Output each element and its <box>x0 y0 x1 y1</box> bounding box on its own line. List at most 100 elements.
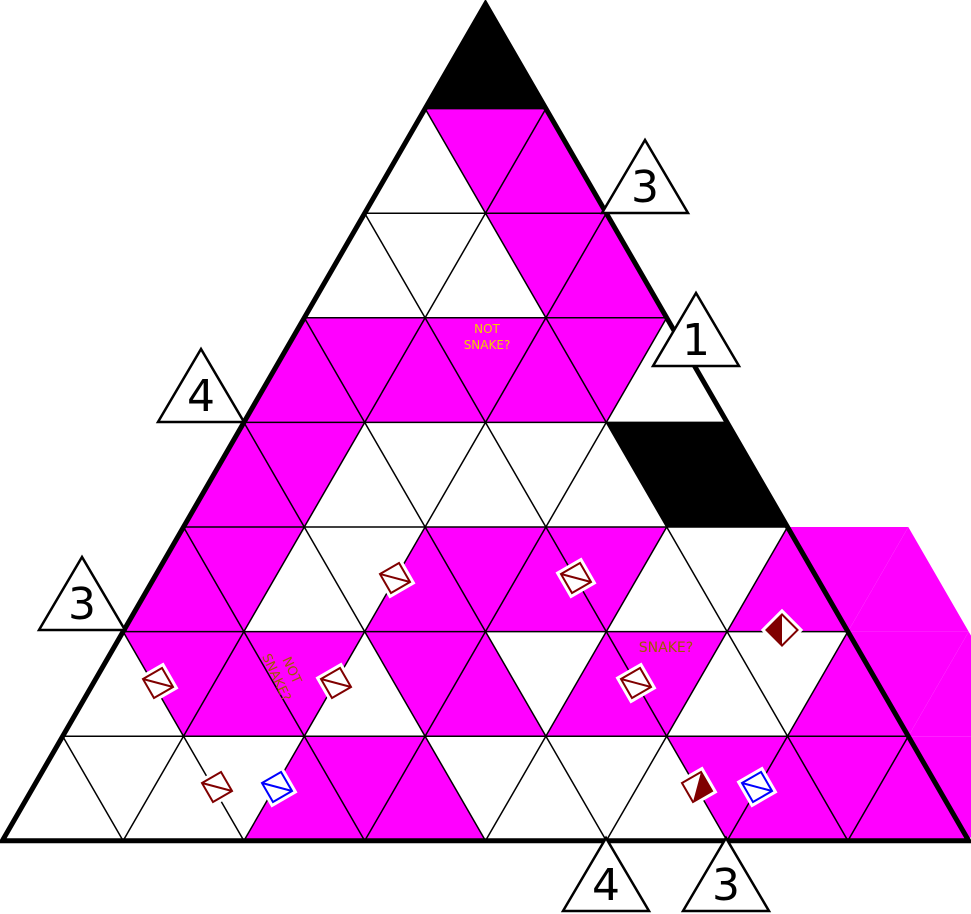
cell-r5-c11[interactable] <box>787 527 909 632</box>
grid-line-r <box>62 735 124 842</box>
clue-right-1: 1 <box>650 290 742 368</box>
cell-r6-c14[interactable] <box>908 631 971 737</box>
cell-r6-c1[interactable] <box>123 631 244 737</box>
marker-half-filled-square-red <box>676 766 718 808</box>
clue-left-3: 3 <box>36 554 128 632</box>
cell-r5-c6[interactable] <box>485 527 607 632</box>
cell-r6-c11[interactable] <box>727 631 848 737</box>
cell-r2-c4[interactable] <box>545 213 667 318</box>
cell-r0-c0[interactable] <box>425 4 546 109</box>
marker-slash-square-blue <box>256 766 298 808</box>
cell-r5-c0[interactable] <box>123 527 244 632</box>
cell-r7-c6[interactable] <box>364 736 486 841</box>
marker-slash-square-red <box>374 557 416 599</box>
marker-slash-square-red <box>137 662 179 704</box>
cell-r6-c12[interactable] <box>787 631 909 737</box>
cell-r6-c8[interactable] <box>545 631 667 737</box>
cell-r5-c2[interactable] <box>243 527 365 632</box>
cell-r3-c3[interactable] <box>425 317 546 423</box>
cell-r7-c4[interactable] <box>243 736 365 841</box>
cell-r5-c3[interactable] <box>304 527 426 632</box>
cell-r6-c5[interactable] <box>364 631 486 737</box>
cell-r2-c3[interactable] <box>485 213 607 318</box>
clue-value: 4 <box>592 860 620 911</box>
cell-r7-c0[interactable] <box>2 736 124 841</box>
cell-r7-c11[interactable] <box>666 736 788 841</box>
clue-bottom-4: 4 <box>560 835 652 913</box>
clue-triangle <box>36 554 128 632</box>
cell-r4-c5[interactable] <box>485 422 607 527</box>
cell-r4-c1[interactable] <box>243 422 365 527</box>
cell-r5-c4[interactable] <box>364 527 486 632</box>
marker-slash-square-red <box>315 662 357 704</box>
cell-r5-c8[interactable] <box>606 527 728 632</box>
cell-r7-c12[interactable] <box>727 736 848 841</box>
cell-r2-c0[interactable] <box>304 213 426 318</box>
clue-right-0: 3 <box>599 137 691 215</box>
cell-r6-c13[interactable] <box>847 631 969 737</box>
cell-r4-c3[interactable] <box>364 422 486 527</box>
cell-r6-c7[interactable] <box>485 631 607 737</box>
cell-r5-c10[interactable] <box>727 527 848 632</box>
cell-r1-c2[interactable] <box>485 108 607 214</box>
note-text: SNAKE? <box>639 640 693 656</box>
marker-slash-square-red <box>555 557 597 599</box>
cell-r7-c5[interactable] <box>304 736 426 841</box>
cell-r3-c5[interactable] <box>545 317 667 423</box>
cell-r5-c5[interactable] <box>425 527 546 632</box>
clue-value: 1 <box>682 315 710 366</box>
cell-r6-c0[interactable] <box>62 631 184 737</box>
cell-r7-c13[interactable] <box>787 736 909 841</box>
grid-line-l <box>847 735 909 842</box>
marker-slash-square-red <box>615 662 657 704</box>
cell-r1-c0[interactable] <box>364 108 486 214</box>
marker-slash-square-red <box>196 766 238 808</box>
cell-r7-c7[interactable] <box>425 736 546 841</box>
cell-r6-c9[interactable] <box>606 631 728 737</box>
cell-r7-c8[interactable] <box>485 736 607 841</box>
cell-r4-c0[interactable] <box>183 422 305 527</box>
cell-r1-c1[interactable] <box>425 108 546 214</box>
cell-r2-c2[interactable] <box>425 213 546 318</box>
cell-r5-c1[interactable] <box>183 527 305 632</box>
cell-r7-c14[interactable] <box>847 736 969 841</box>
cell-r3-c0[interactable] <box>243 317 365 423</box>
cell-r4-c4[interactable] <box>425 422 546 527</box>
cell-r5-c9[interactable] <box>666 527 788 632</box>
cell-r7-c9[interactable] <box>545 736 667 841</box>
cell-r6-c10[interactable] <box>666 631 788 737</box>
cell-r3-c4[interactable] <box>485 317 607 423</box>
clue-value: 3 <box>68 579 96 630</box>
grid-line-l <box>122 108 547 842</box>
grid-line-r <box>243 422 487 842</box>
cell-r6-c3[interactable] <box>243 631 365 737</box>
markers-layer <box>137 557 804 808</box>
note-text: NOT <box>474 322 500 336</box>
cell-r4-c6[interactable] <box>545 422 667 527</box>
clue-triangle <box>560 835 652 913</box>
cell-r7-c1[interactable] <box>62 736 184 841</box>
clue-value: 3 <box>712 860 740 911</box>
cell-r3-c2[interactable] <box>364 317 486 423</box>
cell-r6-c2[interactable] <box>183 631 305 737</box>
cell-r6-c6[interactable] <box>425 631 546 737</box>
grid-line-r <box>424 108 849 842</box>
cell-r4-c8[interactable] <box>666 422 788 527</box>
cell-r7-c10[interactable] <box>606 736 728 841</box>
cell-r4-c7[interactable] <box>606 422 728 527</box>
grid-line-l <box>726 631 849 842</box>
cell-r7-c3[interactable] <box>183 736 305 841</box>
grid-line-r <box>303 317 607 842</box>
cell-r5-c7[interactable] <box>545 527 667 632</box>
cell-r3-c1[interactable] <box>304 317 426 423</box>
clue-triangle <box>680 835 772 913</box>
cell-r2-c1[interactable] <box>364 213 486 318</box>
cell-r6-c4[interactable] <box>304 631 426 737</box>
cell-r5-c12[interactable] <box>847 527 969 632</box>
clue-triangle <box>650 290 742 368</box>
cell-r4-c2[interactable] <box>304 422 426 527</box>
cell-r7-c2[interactable] <box>123 736 244 841</box>
cells-layer <box>2 4 971 841</box>
cell-r3-c6[interactable] <box>606 317 728 423</box>
